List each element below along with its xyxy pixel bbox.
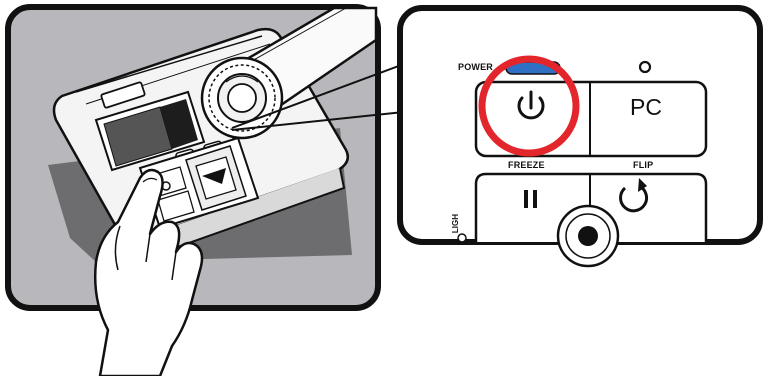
power-label: POWER [458,63,493,72]
flip-label: FLIP [633,161,653,170]
dial-knob [558,206,618,266]
side-label: LIGH [452,214,460,233]
pc-led-indicator [640,62,650,72]
pc-button-label: PC [630,96,662,119]
side-knob [458,234,466,242]
freeze-label: FREEZE [508,161,545,170]
